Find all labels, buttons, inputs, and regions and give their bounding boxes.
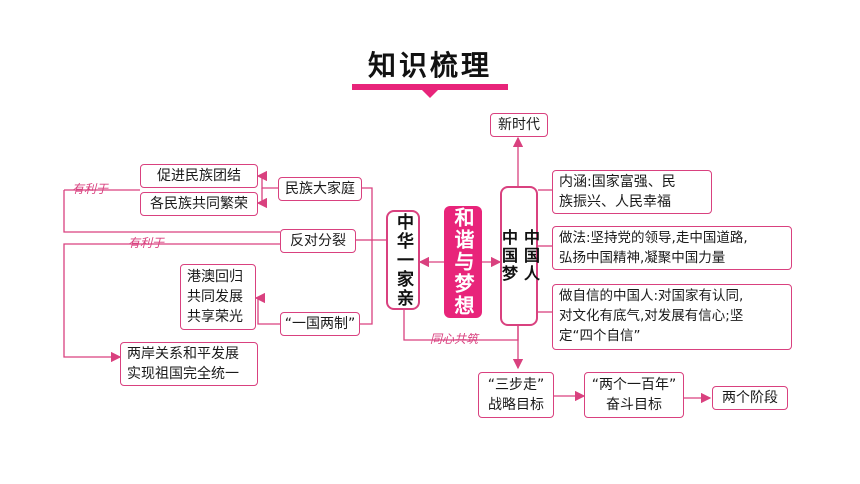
strait-line: 两岸关系和平发展 [127,346,239,362]
method-box: 做法:坚持党的领导,走中国道路, 弘扬中国精神,凝聚中国力量 [552,226,792,270]
oppose-separation-node: 反对分裂 [280,229,356,253]
steps-line: 战略目标 [488,397,544,413]
hk-item: 共享荣光 [187,309,243,325]
national-family-node: 民族大家庭 [278,177,362,201]
method-line: 弘扬中国精神,凝聚中国力量 [559,250,726,266]
harmony-dream-center: 和谐与梦想 [444,206,482,318]
method-line: 做法:坚持党的领导,走中国道路, [559,230,748,246]
family-item-prosperity: 各民族共同繁荣 [140,192,258,216]
together-label: 同心共筑 [430,332,479,346]
benefit-label-1: 有利于 [72,182,109,196]
new-era-node: 新时代 [490,113,548,137]
chinese-dream-node: 中国梦 中国人 [499,186,540,326]
title-underline [352,84,508,90]
family-item-unity: 促进民族团结 [140,164,258,188]
confidence-line: 做自信的中国人:对国家有认同, [559,288,744,304]
two-stages-node: 两个阶段 [712,386,788,410]
two-centenary-node: “两个一百年” 奋斗目标 [584,372,684,418]
cross-strait-node: 两岸关系和平发展 实现祖国完全统一 [120,342,258,386]
three-steps-node: “三步走” 战略目标 [478,372,554,418]
connotation-line: 内涵:国家富强、民 [559,174,676,190]
connotation-line: 族振兴、人民幸福 [559,194,671,210]
centenary-line: 奋斗目标 [606,397,662,413]
confidence-line: 对文化有底气,对发展有信心;坚 [559,308,744,324]
title-pointer [422,90,438,98]
confidence-box: 做自信的中国人:对国家有认同, 对文化有底气,对发展有信心;坚 定“四个自信” [552,284,792,350]
connotation-box: 内涵:国家富强、民 族振兴、人民幸福 [552,170,712,214]
strait-line: 实现祖国完全统一 [127,366,239,382]
page-title: 知识梳理 [367,49,492,82]
hk-item: 港澳回归 [187,269,243,285]
hk-macao-items: 港澳回归 共同发展 共享荣光 [180,264,256,330]
centenary-line: “两个一百年” [591,377,677,393]
one-country-two-systems-node: “一国两制” [280,312,360,336]
chinese-family-node: 中华一家亲 [386,210,420,310]
confidence-line: 定“四个自信” [559,328,641,344]
hk-item: 共同发展 [187,289,243,305]
benefit-label-2: 有利于 [128,236,165,250]
steps-line: “三步走” [487,377,545,393]
